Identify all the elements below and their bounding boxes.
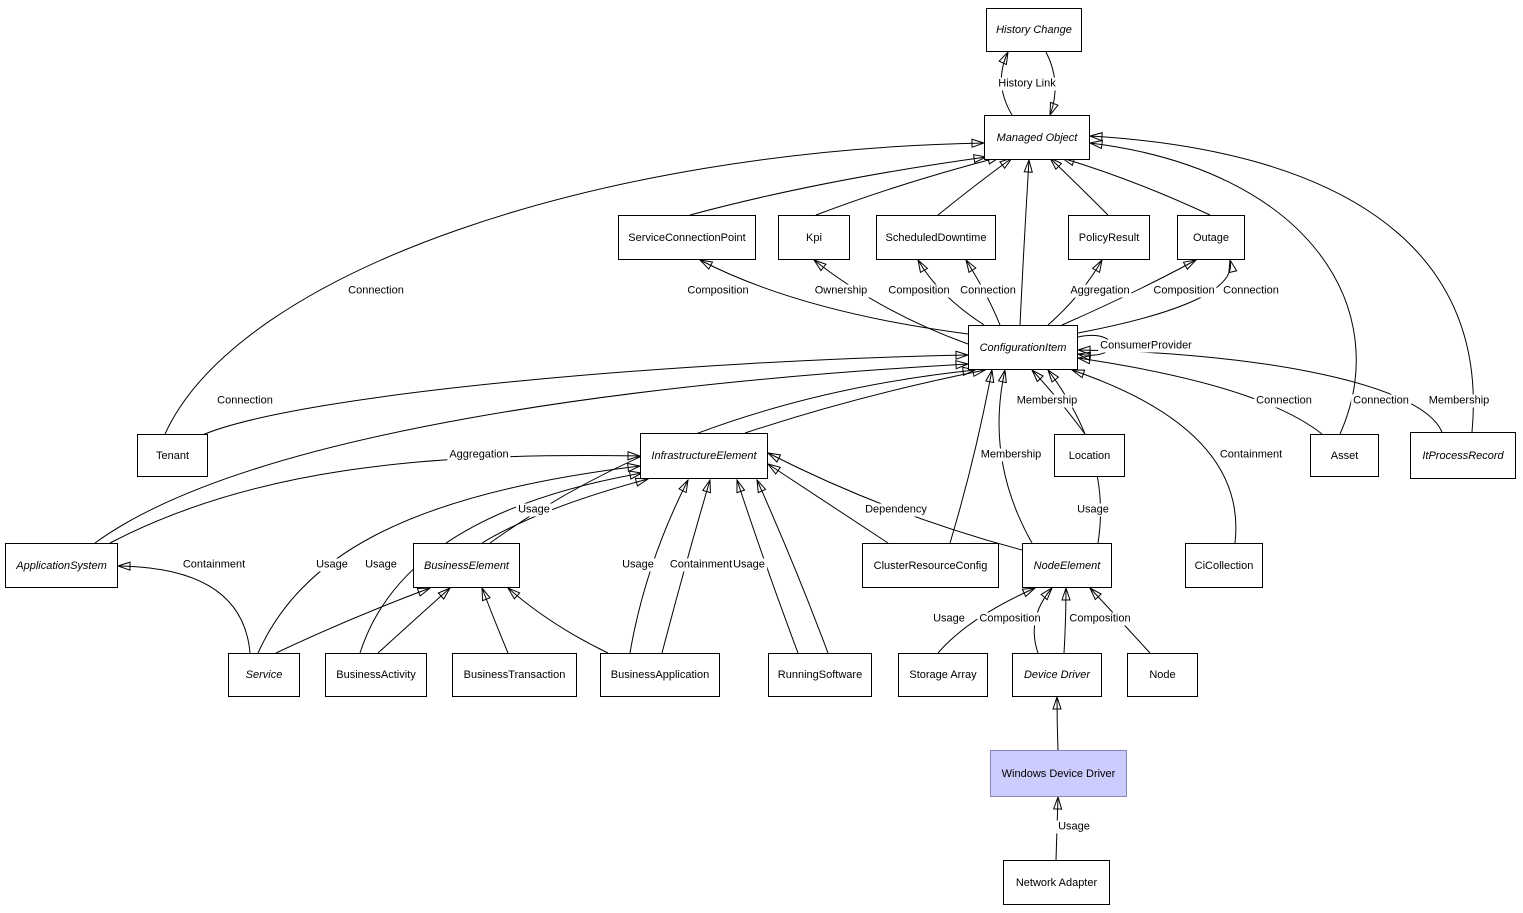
class-node-kpi[interactable]: Kpi: [778, 215, 850, 260]
class-node-network_adapter[interactable]: Network Adapter: [1003, 860, 1110, 905]
edge-tenant-to-configuration_item: [199, 355, 968, 437]
class-node-history_change[interactable]: History Change: [986, 8, 1082, 52]
class-node-cluster_resource_config[interactable]: ClusterResourceConfig: [862, 543, 999, 588]
edge-business_application-to-infrastructure_element: [629, 480, 688, 654]
edge-node-to-node_element: [1090, 588, 1151, 654]
class-node-service[interactable]: Service: [228, 653, 300, 697]
edge-business_application-to-business_element: [508, 588, 609, 654]
edge-application_system-to-infrastructure_element: [109, 455, 640, 544]
edge-device_driver-to-node_element: [1033, 588, 1052, 654]
class-node-service_connection_point[interactable]: ServiceConnectionPoint: [618, 215, 756, 260]
class-node-ci_collection[interactable]: CiCollection: [1185, 543, 1263, 588]
edge-asset-to-configuration_item: [1078, 358, 1323, 435]
diagram-edges: [94, 51, 1474, 861]
class-node-business_transaction[interactable]: BusinessTransaction: [452, 653, 577, 697]
edge-configuration_item-to-service_connection_point: [700, 260, 969, 335]
edge-scheduled_downtime-to-managed_object: [937, 158, 1012, 216]
edge-configuration_item-to-scheduled_downtime: [918, 260, 985, 326]
edge-application_system-to-configuration_item: [94, 364, 968, 544]
edge-node_element-to-configuration_item: [999, 370, 1033, 544]
edge-policy_result-to-managed_object: [1050, 158, 1109, 216]
edge-outage-to-managed_object: [1062, 158, 1211, 216]
edge-configuration_item-to-configuration_item: [1078, 335, 1112, 355]
edge-running_software-to-infrastructure_element: [757, 480, 829, 654]
class-node-business_application[interactable]: BusinessApplication: [600, 653, 720, 697]
edge-history_change-to-managed_object: [1045, 51, 1055, 115]
class-node-it_process_record[interactable]: ItProcessRecord: [1410, 432, 1516, 479]
class-node-asset[interactable]: Asset: [1310, 434, 1379, 477]
edge-kpi-to-managed_object: [815, 157, 1000, 216]
edge-configuration_item-to-scheduled_downtime: [966, 260, 1001, 326]
edge-configuration_item-to-outage: [1077, 260, 1231, 334]
edge-service-to-business_element: [275, 588, 430, 654]
class-node-business_activity[interactable]: BusinessActivity: [325, 653, 427, 697]
edge-location-to-configuration_item: [1032, 370, 1086, 435]
edge-storage_array-to-node_element: [937, 588, 1035, 654]
edge-configuration_item-to-kpi: [814, 260, 969, 345]
class-node-storage_array[interactable]: Storage Array: [898, 653, 988, 697]
edge-service-to-infrastructure_element: [257, 466, 640, 654]
class-node-windows_device_driver[interactable]: Windows Device Driver: [990, 750, 1127, 797]
edge-managed_object-to-history_change: [1001, 52, 1013, 116]
class-node-location[interactable]: Location: [1054, 434, 1125, 477]
edge-node_element-to-infrastructure_element: [768, 453, 1023, 551]
edge-windows_device_driver-to-device_driver: [1057, 697, 1058, 751]
class-node-scheduled_downtime[interactable]: ScheduledDowntime: [876, 215, 996, 260]
edge-it_process_record-to-managed_object: [1090, 136, 1474, 433]
class-node-outage[interactable]: Outage: [1177, 215, 1245, 260]
class-node-tenant[interactable]: Tenant: [137, 434, 208, 477]
class-node-business_element[interactable]: BusinessElement: [413, 543, 520, 588]
class-node-infrastructure_element[interactable]: InfrastructureElement: [640, 433, 768, 479]
edge-asset-to-managed_object: [1090, 143, 1357, 435]
edge-device_driver-to-node_element: [1064, 588, 1066, 654]
edge-business_element-to-infrastructure_element: [481, 479, 648, 544]
edge-configuration_item-to-policy_result: [1047, 260, 1102, 326]
edge-running_software-to-infrastructure_element: [737, 480, 799, 654]
edge-cluster_resource_config-to-configuration_item: [949, 370, 992, 544]
edge-business_application-to-infrastructure_element: [661, 480, 710, 654]
edge-business_transaction-to-business_element: [482, 588, 509, 654]
edge-cluster_resource_config-to-infrastructure_element: [768, 464, 889, 544]
class-node-node_element[interactable]: NodeElement: [1022, 543, 1112, 588]
edge-it_process_record-to-configuration_item: [1078, 350, 1443, 433]
edge-configuration_item-to-managed_object: [1019, 160, 1029, 326]
edge-configuration_item-to-outage: [1061, 260, 1196, 326]
edge-business_activity-to-business_element: [377, 588, 450, 654]
class-node-node[interactable]: Node: [1127, 653, 1198, 697]
class-node-policy_result[interactable]: PolicyResult: [1068, 215, 1150, 260]
class-node-application_system[interactable]: ApplicationSystem: [5, 543, 118, 588]
class-node-configuration_item[interactable]: ConfigurationItem: [968, 325, 1078, 370]
class-node-device_driver[interactable]: Device Driver: [1012, 653, 1102, 697]
class-node-managed_object[interactable]: Managed Object: [984, 115, 1090, 160]
edge-service-to-application_system: [118, 566, 251, 654]
edge-ci_collection-to-configuration_item: [1072, 370, 1237, 544]
class-node-running_software[interactable]: RunningSoftware: [768, 653, 872, 697]
edge-network_adapter-to-windows_device_driver: [1056, 797, 1058, 861]
edge-infrastructure_element-to-configuration_item: [744, 370, 985, 434]
edge-service_connection_point-to-managed_object: [689, 157, 986, 216]
edge-tenant-to-managed_object: [164, 143, 984, 435]
